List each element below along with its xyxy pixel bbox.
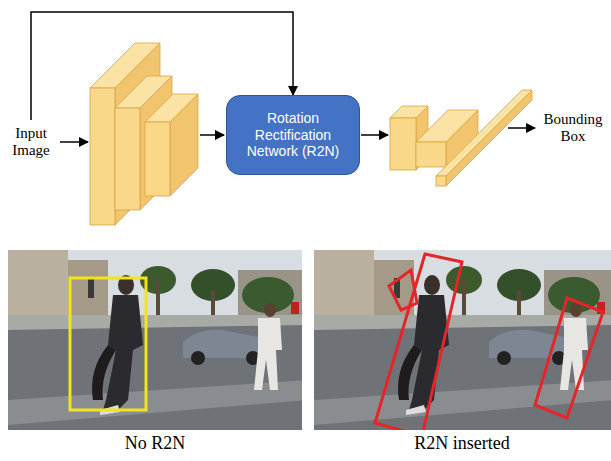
input-label: Input Image [4, 122, 58, 162]
decoder-blocks [390, 90, 532, 186]
node-text: Input Image [4, 125, 58, 160]
node-text: Bounding Box [539, 111, 607, 146]
photo [8, 250, 302, 430]
node-text: Rotation Rectification Network (R2N) [235, 110, 351, 160]
photo [314, 250, 611, 430]
encoder-blocks [90, 43, 198, 225]
process-box: Rotation Rectification Network (R2N) [226, 95, 360, 175]
output-label: Bounding Box [539, 108, 607, 148]
caption-label: No R2N [125, 433, 186, 454]
caption-label: R2N inserted [414, 433, 509, 454]
